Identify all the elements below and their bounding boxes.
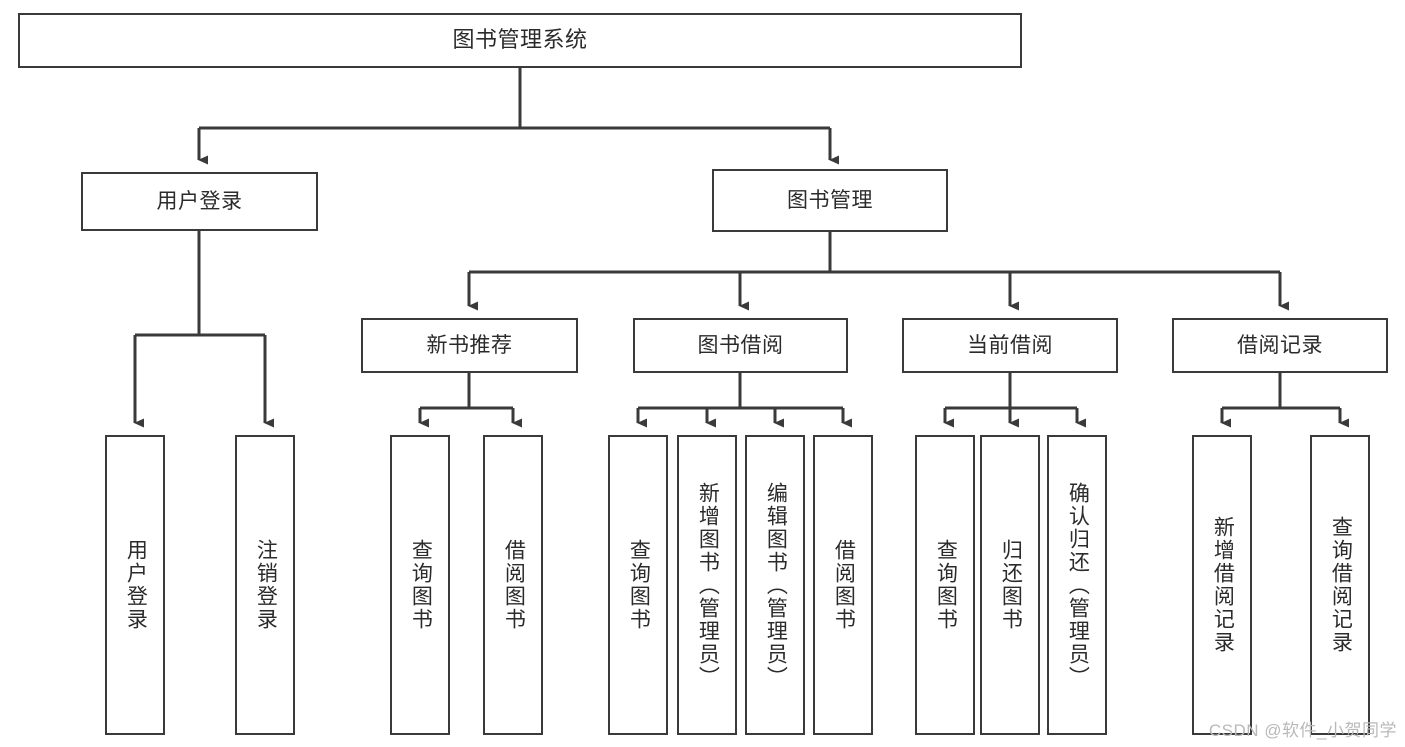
leaf-borrow-book-2[interactable]: 借阅图书	[813, 435, 873, 735]
leaf-confirm-return[interactable]: 确认归还（管理员）	[1047, 435, 1107, 735]
leaf-user-login[interactable]: 用户登录	[105, 435, 165, 735]
leaf-add-record[interactable]: 新增借阅记录	[1192, 435, 1252, 735]
leaf-add-book-label: 新增图书（管理员）	[696, 481, 720, 689]
leaf-user-login-label: 用户登录	[124, 539, 148, 631]
leaf-edit-book-label: 编辑图书（管理员）	[764, 481, 788, 689]
leaf-return-book[interactable]: 归还图书	[980, 435, 1040, 735]
leaf-query-book-2-label: 查询图书	[627, 539, 651, 631]
node-new-book-recommend-label: 新书推荐	[426, 333, 513, 357]
leaf-return-book-label: 归还图书	[999, 539, 1023, 631]
node-book-borrow[interactable]: 图书借阅	[633, 318, 848, 373]
leaf-query-record-label: 查询借阅记录	[1329, 516, 1353, 654]
node-book-management-label: 图书管理	[787, 188, 873, 212]
leaf-borrow-book-1-label: 借阅图书	[502, 539, 526, 631]
leaf-add-book[interactable]: 新增图书（管理员）	[677, 435, 737, 735]
leaf-query-book-1-label: 查询图书	[409, 539, 433, 631]
node-root-label: 图书管理系统	[452, 27, 588, 53]
leaf-confirm-return-label: 确认归还（管理员）	[1066, 481, 1090, 689]
node-current-borrow-label: 当前借阅	[967, 333, 1053, 357]
leaf-add-record-label: 新增借阅记录	[1211, 516, 1235, 654]
leaf-query-record[interactable]: 查询借阅记录	[1310, 435, 1370, 735]
node-root[interactable]: 图书管理系统	[18, 13, 1022, 68]
leaf-query-book-3[interactable]: 查询图书	[915, 435, 975, 735]
leaf-logout-login-label: 注销登录	[254, 539, 278, 631]
leaf-query-book-3-label: 查询图书	[934, 539, 958, 631]
node-user-login[interactable]: 用户登录	[81, 172, 318, 231]
leaf-edit-book[interactable]: 编辑图书（管理员）	[745, 435, 805, 735]
leaf-borrow-book-1[interactable]: 借阅图书	[483, 435, 543, 735]
leaf-borrow-book-2-label: 借阅图书	[832, 539, 856, 631]
node-user-login-label: 用户登录	[156, 189, 243, 213]
leaf-query-book-1[interactable]: 查询图书	[390, 435, 450, 735]
node-borrow-record[interactable]: 借阅记录	[1172, 318, 1388, 373]
node-book-borrow-label: 图书借阅	[697, 333, 784, 357]
leaf-logout-login[interactable]: 注销登录	[235, 435, 295, 735]
node-borrow-record-label: 借阅记录	[1237, 333, 1323, 357]
watermark: CSDN @软件_小贺同学	[1208, 721, 1397, 740]
node-book-management[interactable]: 图书管理	[712, 169, 948, 232]
node-new-book-recommend[interactable]: 新书推荐	[361, 318, 578, 373]
leaf-query-book-2[interactable]: 查询图书	[608, 435, 668, 735]
node-current-borrow[interactable]: 当前借阅	[902, 318, 1118, 373]
